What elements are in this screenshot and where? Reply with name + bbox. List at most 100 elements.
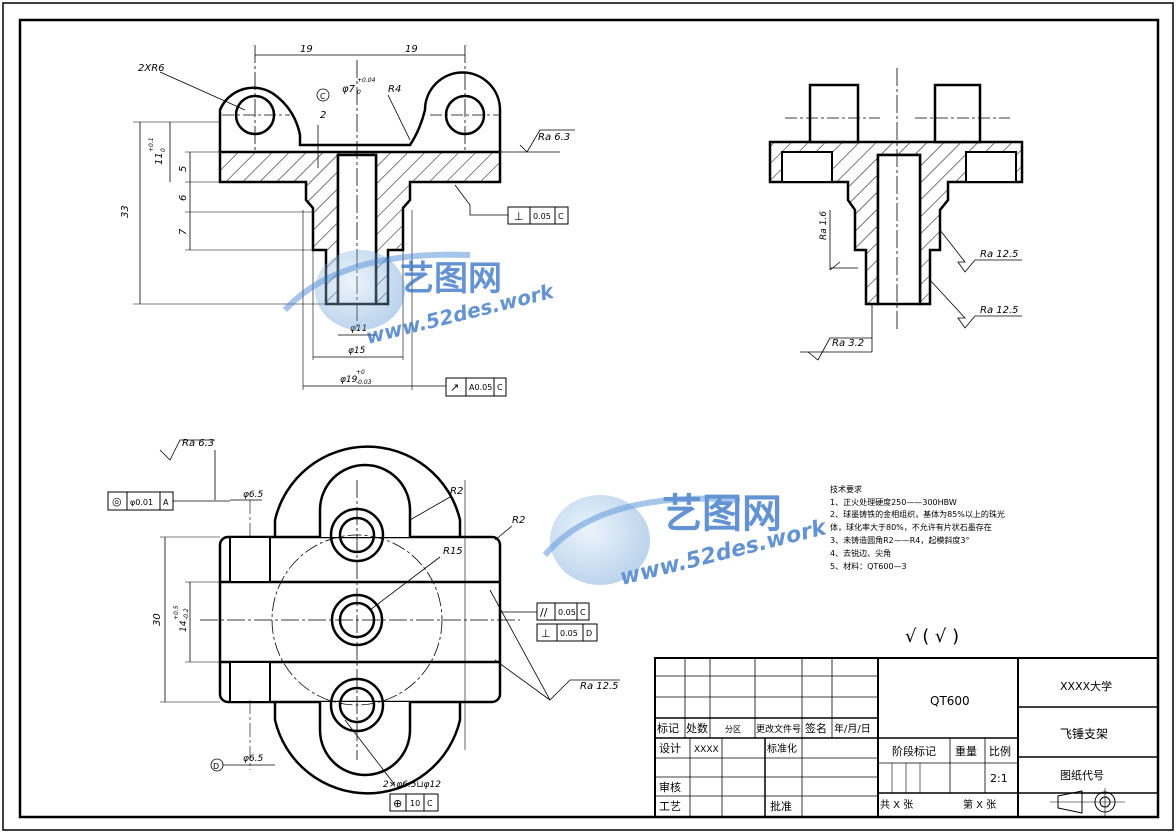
part-name: 飞锤支架 — [1060, 726, 1108, 741]
tech-req-item: 2、球墨铸铁的金相组织，基体为85%以上的珠光 — [830, 509, 1005, 519]
dim-6: 6 — [178, 195, 189, 201]
title-block-text: QT600 XXXX大学 飞锤支架 图纸代号 标记 处数 分区 更改文件号 签名… — [657, 679, 1112, 813]
ra-125-top: Ra 12.5 — [580, 681, 619, 692]
tol-phi7-lower: 0 — [357, 89, 361, 96]
fcf-perp-value-2: 0.05 — [560, 629, 578, 638]
total-sheets: 共 X 张 — [880, 799, 913, 811]
label-r4: R4 — [388, 84, 401, 95]
projection-symbol-icon — [1050, 788, 1125, 816]
ra-63-top: Ra 6.3 — [182, 438, 214, 449]
approve-label: 批准 — [770, 799, 792, 813]
position-symbol: ⊕ — [393, 797, 402, 810]
design-label: 设计 — [659, 742, 681, 755]
front-view: 19 19 2XR6 φ7 +0.04 0 R4 C 2 33 11 +0.1 … — [120, 44, 575, 397]
datum-d: D — [213, 762, 219, 771]
label-r15: R15 — [443, 546, 463, 557]
dim-phi65-bot: φ6.5 — [243, 754, 264, 764]
holes-note: 2×φ6.5⊔φ12 — [383, 780, 441, 790]
inner-border — [18, 18, 1160, 819]
designer-name: XXXX — [694, 745, 719, 755]
fcf-runout-datum: C — [497, 383, 503, 392]
review-label: 审核 — [659, 780, 681, 794]
label-2: 2 — [320, 110, 326, 121]
col-zone: 分区 — [725, 725, 741, 734]
tol-phi19-upper: +0 — [356, 369, 365, 376]
tech-requirements: 技术要求 1、正火处理硬度250——300HBW 2、球墨铸铁的金相组织，基体为… — [830, 484, 1005, 571]
university-name: XXXX大学 — [1060, 679, 1112, 693]
title-block — [654, 657, 1159, 818]
dim-19-right: 19 — [405, 44, 418, 55]
sheet-number: 第 X 张 — [963, 798, 996, 811]
front-top-profile — [218, 71, 502, 152]
scale-label: 比例 — [989, 744, 1011, 758]
watermark-brand: 艺图网 — [400, 259, 502, 299]
dim-phi19: φ19 — [340, 375, 358, 385]
watermark-1: 艺图网 www.52des.work — [282, 250, 557, 349]
drawing-code: 图纸代号 — [1060, 769, 1104, 782]
parallel-symbol: // — [540, 606, 548, 619]
standard-label: 标准化 — [767, 742, 797, 755]
process-label: 工艺 — [659, 800, 681, 813]
col-mark: 标记 — [657, 721, 679, 735]
fcf-pos-datum: C — [427, 799, 433, 808]
dim-14: 14 — [179, 620, 189, 632]
label-r2-a: R2 — [450, 486, 463, 497]
fcf-conc-datum: A — [163, 498, 169, 507]
fcf-par-value: 0.05 — [558, 608, 576, 617]
tech-req-title: 技术要求 — [830, 484, 862, 494]
runout-symbol: ↗ — [450, 381, 459, 394]
dim-phi65-top: φ6.5 — [243, 490, 264, 500]
tol-phi19-lower: -0.03 — [356, 379, 372, 386]
dim-5: 5 — [178, 166, 189, 172]
dim-phi15: φ15 — [348, 346, 366, 356]
label-phi7: φ7 — [342, 84, 356, 95]
fcf-perp-datum-2: D — [586, 629, 592, 638]
col-sign: 签名 — [805, 721, 827, 735]
tech-req-item: 体，球化率大于80%，不允许有片状石墨存在 — [830, 522, 992, 532]
side-view: Ra 1.6 Ra 12.5 Ra 12.5 Ra 3.2 — [768, 68, 1024, 361]
watermark-brand: 艺图网 — [662, 491, 782, 537]
fcf-conc-value: φ0.01 — [130, 498, 153, 507]
fcf-par-datum: C — [580, 608, 586, 617]
ra-top: Ra 6.3 — [538, 132, 570, 143]
tech-req-item: 3、未铸造圆角R2——R4，起模斜度3° — [830, 535, 969, 545]
col-count: 处数 — [686, 722, 708, 735]
dim-7: 7 — [178, 228, 189, 235]
fcf-perp-value: 0.05 — [533, 212, 551, 221]
perp-symbol-2: ⊥ — [541, 627, 551, 640]
scale-value: 2:1 — [990, 772, 1008, 785]
tol-phi7-upper: +0.04 — [357, 77, 376, 84]
watermark-2: 艺图网 www.52des.work — [542, 491, 830, 591]
col-date: 年/月/日 — [834, 722, 871, 735]
ra-125-b: Ra 12.5 — [980, 305, 1019, 316]
ra-125-a: Ra 12.5 — [980, 249, 1019, 260]
ra-16: Ra 1.6 — [819, 211, 829, 240]
weight-label: 重量 — [955, 744, 977, 758]
tol-11-lower: 0 — [160, 148, 167, 152]
dim-30: 30 — [152, 613, 163, 626]
label-2xr6: 2XR6 — [138, 63, 165, 74]
dim-33: 33 — [120, 205, 131, 218]
perp-symbol: ⊥ — [514, 210, 524, 223]
tol-14-lower: -0.2 — [183, 608, 190, 620]
dim-19-left: 19 — [300, 44, 313, 55]
material-label: QT600 — [930, 694, 970, 708]
datum-c: C — [320, 92, 326, 101]
general-roughness-symbol: √ ( √ ) — [905, 626, 959, 647]
fcf-pos-value: 10 — [410, 799, 420, 808]
tol-11-upper: +0.1 — [148, 137, 155, 152]
fcf-perp-datum: C — [558, 212, 564, 221]
tech-req-item: 4、去锐边、尖角 — [830, 548, 891, 558]
label-r2-b: R2 — [512, 515, 525, 526]
top-view: Ra 6.3 ◎ φ0.01 A φ6.5 R2 R2 R15 30 14 +0… — [107, 438, 620, 812]
tech-req-item: 5、材料：QT600—3 — [830, 561, 907, 571]
ra-32: Ra 3.2 — [832, 338, 864, 349]
conc-symbol: ◎ — [112, 495, 122, 508]
tech-req-item: 1、正火处理硬度250——300HBW — [830, 497, 957, 507]
col-doc: 更改文件号 — [756, 723, 801, 735]
fcf-runout-value: A0.05 — [469, 383, 492, 392]
dim-11: 11 — [154, 152, 165, 165]
tol-14-upper: +0.5 — [173, 605, 180, 620]
